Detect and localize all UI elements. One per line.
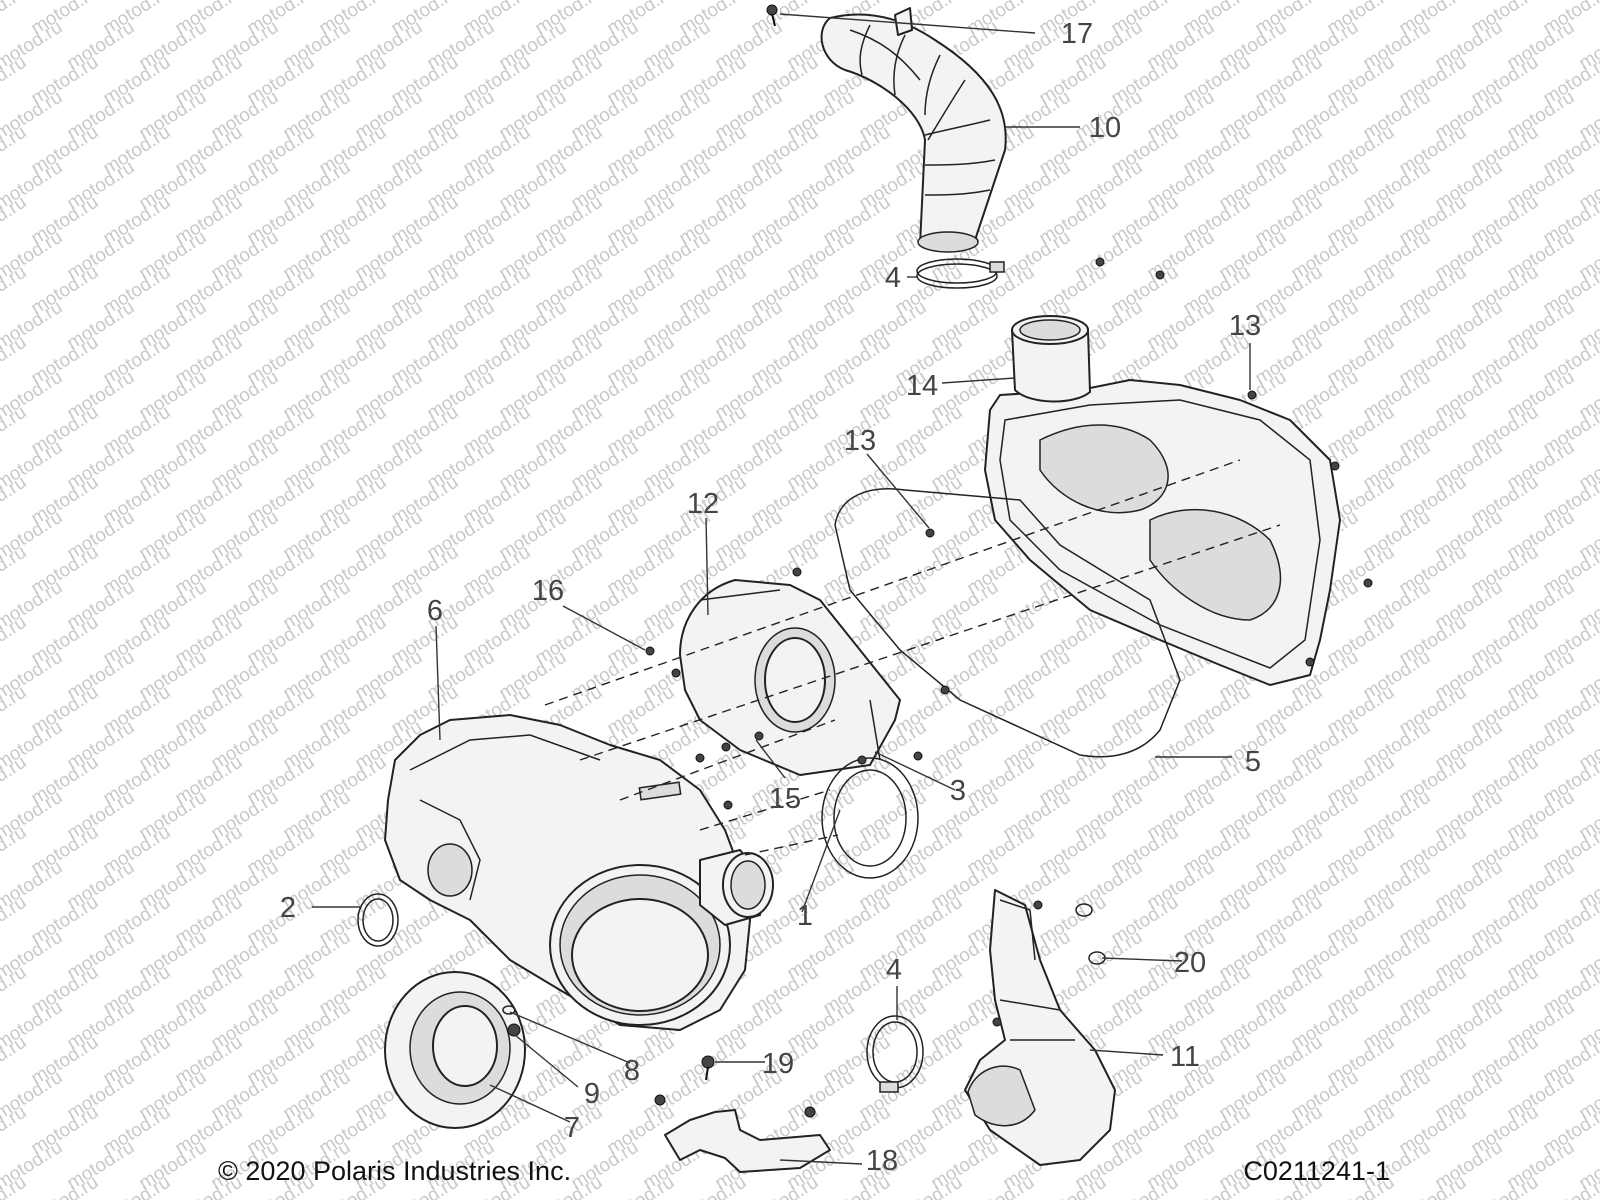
watermark-text: motod.ru <box>0 52 30 110</box>
watermark-text: motod.ru <box>0 752 30 810</box>
callout-18: 18 <box>866 1145 898 1177</box>
callout-17: 17 <box>1061 18 1093 50</box>
callout-13-center: 13 <box>844 425 876 457</box>
callout-15: 15 <box>769 783 801 815</box>
watermark-text: motod.ru <box>0 892 30 950</box>
watermark-text: motod.ru <box>0 542 30 600</box>
callout-4-upper: 4 <box>885 262 901 294</box>
part-bearing-plate <box>384 971 526 1129</box>
callout-2: 2 <box>280 892 296 924</box>
callout-10: 10 <box>1089 112 1121 144</box>
drawing-code: C0211241-1 <box>1243 1156 1390 1186</box>
watermark-text: motod.ru <box>1576 0 1600 4</box>
watermark-text: motod.ru <box>0 1102 30 1160</box>
watermark-text: motod.ru <box>0 472 30 530</box>
watermark-text: motod.ru <box>0 682 30 740</box>
callout-4-lower: 4 <box>886 954 902 986</box>
watermark-text: motod.ru <box>0 822 30 880</box>
watermark-text: motod.ru <box>0 262 30 320</box>
watermark-text: motod.ru <box>0 1032 30 1090</box>
callout-11: 11 <box>1170 1041 1200 1073</box>
watermark-text: motod.ru <box>0 612 30 670</box>
callout-20: 20 <box>1174 947 1206 979</box>
copyright-notice: © 2020 Polaris Industries Inc. <box>218 1156 571 1186</box>
watermark-text: motod.ru <box>0 402 30 460</box>
watermark-text: motod.ru <box>0 192 30 250</box>
callout-5: 5 <box>1245 746 1261 778</box>
callout-7: 7 <box>564 1112 580 1144</box>
part-nut-9 <box>507 1023 521 1037</box>
watermark-text: motod.ru <box>0 0 30 39</box>
watermark-text: motod.ru <box>0 122 30 180</box>
callout-3: 3 <box>950 775 966 807</box>
callout-9: 9 <box>584 1078 600 1110</box>
callout-12: 12 <box>687 488 719 520</box>
callout-1: 1 <box>797 900 813 932</box>
callout-16: 16 <box>532 575 564 607</box>
watermark-text: motod.ru <box>0 962 30 1020</box>
callout-14: 14 <box>906 370 938 402</box>
callout-8: 8 <box>624 1055 640 1087</box>
callout-19: 19 <box>762 1048 794 1080</box>
watermark-text: motod.ru <box>0 332 30 390</box>
callout-13-right: 13 <box>1229 310 1261 342</box>
callout-6: 6 <box>427 595 443 627</box>
